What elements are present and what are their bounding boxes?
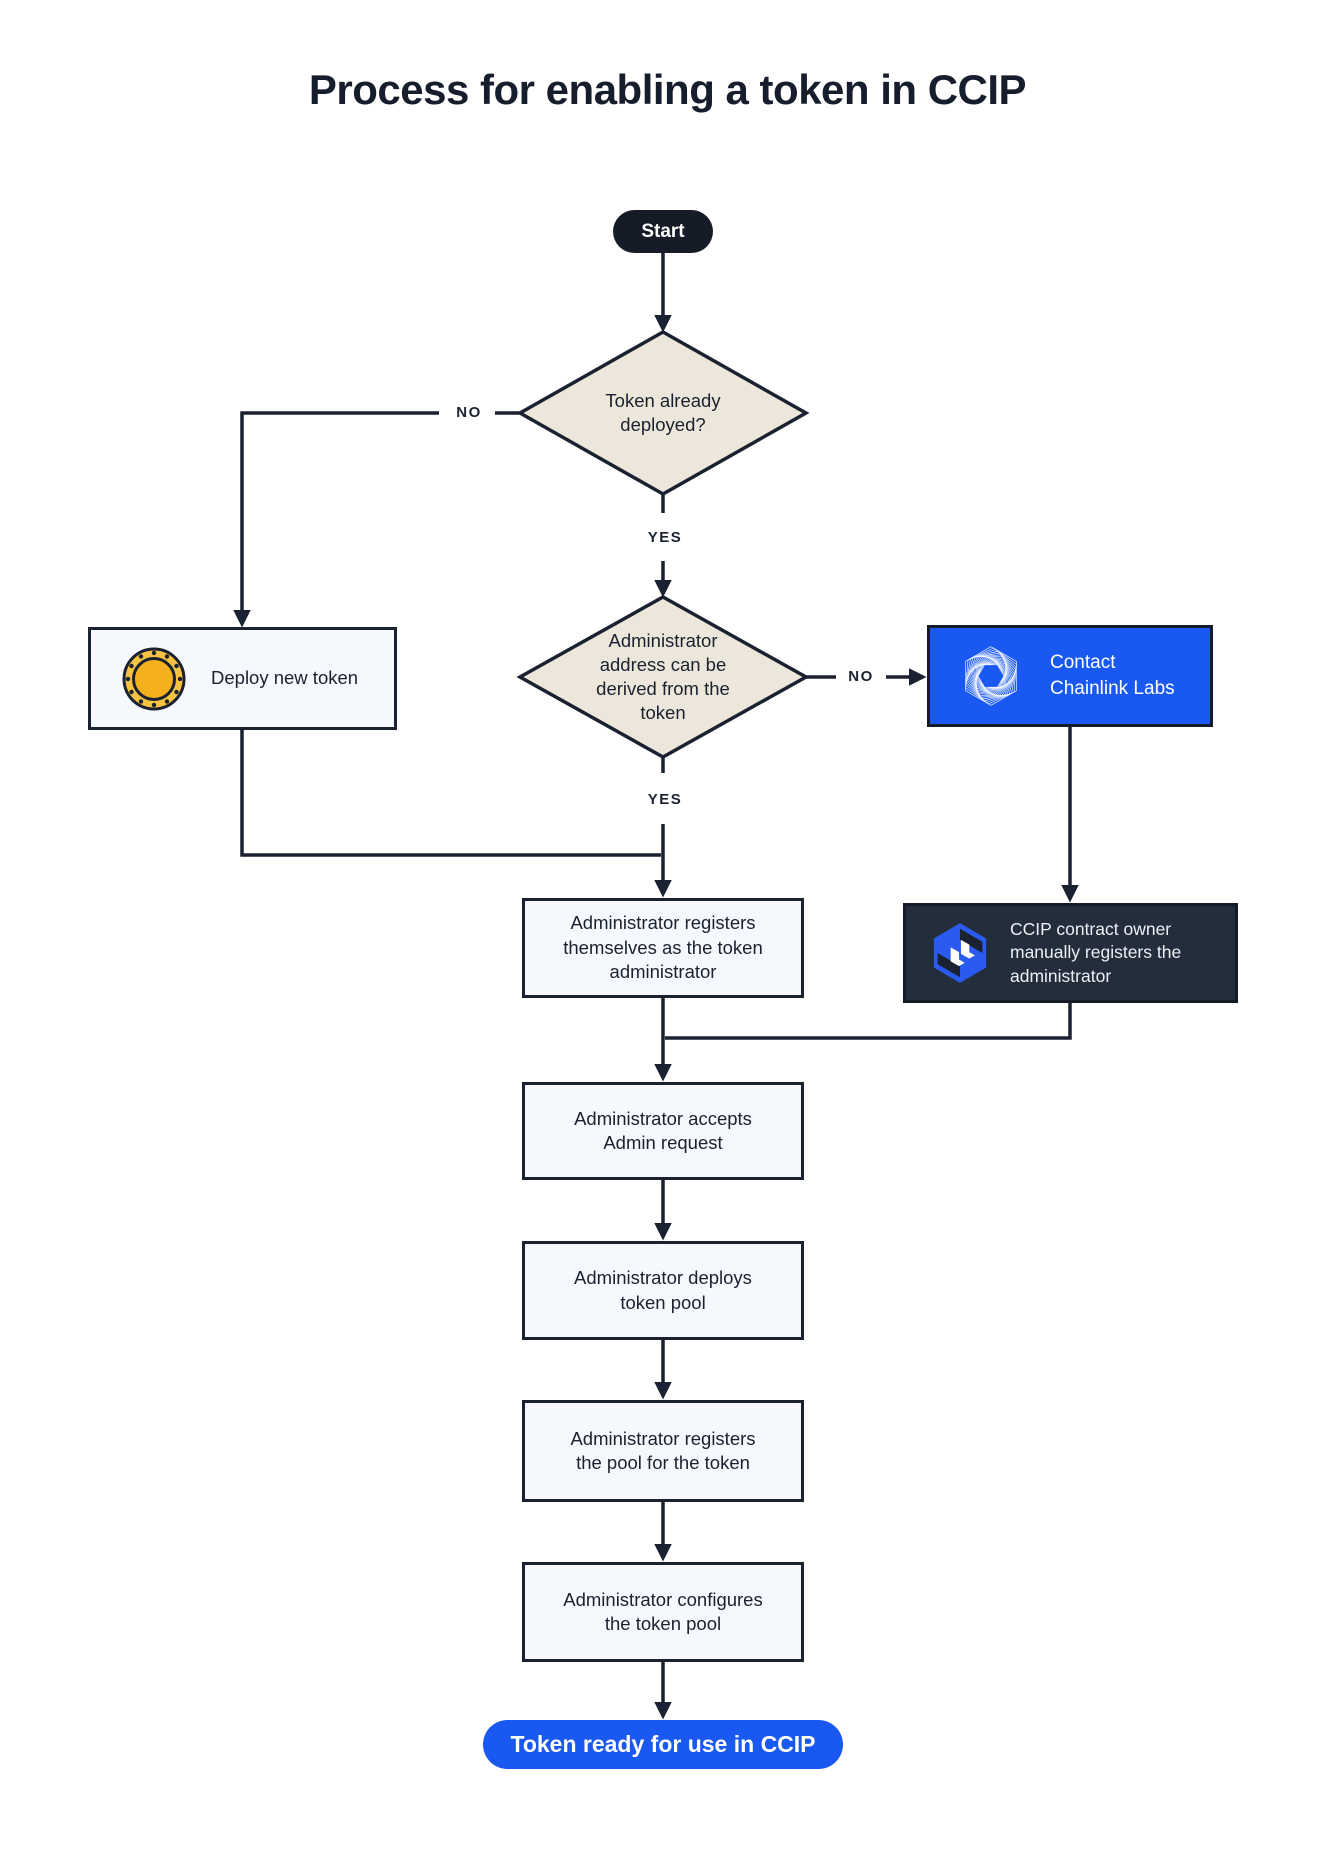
edge-darkbox-merge [665, 1003, 1072, 1040]
contact-chainlink-node: Contact Chainlink Labs [927, 625, 1213, 727]
token-ready-label: Token ready for use in CCIP [510, 1731, 816, 1757]
edge-q1-no-b [233, 411, 439, 628]
start-label: Start [641, 220, 685, 242]
page-title: Process for enabling a token in CCIP [308, 66, 1027, 113]
admin-deploys-pool-node: Administrator deploys token pool [522, 1241, 804, 1340]
admin-configures-pool-node: Administrator configures the token pool [522, 1562, 804, 1662]
start-node: Start [613, 210, 713, 253]
edge-label-no-2: NO [836, 668, 886, 685]
admin-registers-pool-node: Administrator registers the pool for the… [522, 1400, 804, 1502]
token-ready-node: Token ready for use in CCIP [483, 1720, 843, 1769]
edge-label-no-1: NO [444, 404, 494, 421]
contact-chainlink-label: Contact Chainlink Labs [1050, 652, 1175, 699]
ccip-owner-registers-node: CCIP contract owner manually registers t… [903, 903, 1238, 1003]
deploy-new-token-node: Deploy new token [88, 627, 397, 730]
coin-icon [122, 647, 186, 710]
admin-registers-self-node: Administrator registers themselves as th… [522, 898, 804, 998]
admin-accepts-node: Administrator accepts Admin request [522, 1082, 804, 1180]
ccip-logo-icon [933, 923, 987, 983]
edge-deploy-merge [240, 730, 661, 857]
chainlink-labs-logo-icon [965, 646, 1017, 706]
decision-admin-address-label: Administrator address can be derived fro… [596, 629, 730, 724]
decision-token-deployed-label: Token already deployed? [605, 389, 721, 435]
deploy-new-token-label: Deploy new token [211, 667, 359, 689]
ccip-owner-registers-label: CCIP contract owner manually registers t… [1010, 919, 1182, 986]
edge-label-yes-1: YES [638, 529, 692, 546]
edge-label-yes-2: YES [638, 791, 692, 808]
decision-token-deployed-shape [516, 329, 810, 497]
decision-admin-address-shape [516, 594, 810, 760]
